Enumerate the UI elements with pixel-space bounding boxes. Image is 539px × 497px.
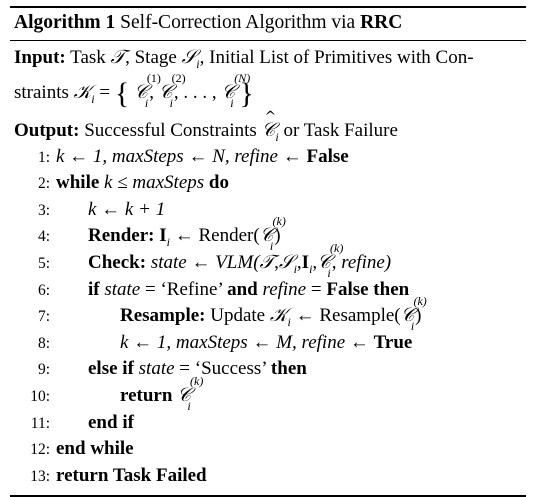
output-text-b: or Task Failure <box>283 119 398 141</box>
line-8: 8: k ← 1, maxSteps ← M, refine ← True <box>37 331 413 353</box>
hat-symbol: 𝒞 <box>262 109 277 142</box>
line-13: 13: return Task Failed <box>30 464 207 486</box>
line-11: 11: end if <box>30 411 134 433</box>
input-line: Input: Task 𝒯, Stage 𝒮i, Initial List of… <box>14 46 526 72</box>
right-brace: } <box>239 77 254 111</box>
output-text-a: Successful Constraints <box>84 119 257 141</box>
dots: , . . . , <box>173 82 217 104</box>
caption-text: Self-Correction Algorithm via <box>120 12 356 33</box>
list-symbol: 𝒦 <box>73 81 92 104</box>
top-rule <box>10 6 526 8</box>
elem-1: 𝒞(1)i <box>134 70 161 111</box>
algorithm-lines: 1: k ← 1, maxSteps ← N, refine ← False 2… <box>10 146 526 492</box>
line-12: 12: end while <box>30 438 134 460</box>
stage-sub: i <box>196 57 200 72</box>
line-4: 4: Render: Ii ← Render(𝒞(k)i) <box>37 214 286 254</box>
input-eq: = <box>99 82 111 104</box>
caption-label: Algorithm 1 <box>14 12 116 33</box>
line-10: 10: return 𝒞(k)i <box>30 373 204 413</box>
line-9: 9: else if state = ‘Success’ then <box>37 358 307 380</box>
stage-symbol: 𝒮 <box>181 46 197 69</box>
caption-rule <box>10 40 526 42</box>
line-7: 7: Resample: Update 𝒦i ← Resample(𝒞(k)i) <box>37 293 427 333</box>
io-block: Input: Task 𝒯, Stage 𝒮i, Initial List of… <box>10 41 526 145</box>
line-3: 3: k ← k + 1 <box>37 198 166 220</box>
input-text-b: , Stage <box>125 47 177 69</box>
output-label: Output: <box>14 119 80 141</box>
algorithm-box: Algorithm 1 Self-Correction Algorithm vi… <box>10 6 526 497</box>
hat-sub: i <box>275 129 279 144</box>
input-line-2: straints 𝒦i = { 𝒞(1)i, 𝒞(2)i, . . . , 𝒞(… <box>14 70 254 111</box>
left-brace: { <box>114 77 130 111</box>
elem-n: 𝒞(N)i <box>221 70 251 111</box>
caption-name: RRC <box>360 12 403 33</box>
input-text-c: , Initial List of Primitives with Con- <box>199 47 474 69</box>
line-2: 2: while k ≤ maxSteps do <box>37 172 229 194</box>
algorithm-caption: Algorithm 1 Self-Correction Algorithm vi… <box>10 8 526 40</box>
line-5: 5: Check: state ← VLM(𝒯,𝒮i,Ii,𝒞(k)i, ref… <box>37 240 392 280</box>
input-text-a: Task <box>70 47 106 69</box>
line-1: 1: k ← 1, maxSteps ← N, refine ← False <box>37 145 349 167</box>
input-text-d: straints <box>14 82 69 104</box>
input-label: Input: <box>14 47 66 69</box>
elem-2: 𝒞(2)i <box>158 70 186 111</box>
output-line: Output: Successful Constraints 𝒞i or Tas… <box>14 109 526 144</box>
line-6: 6: if state = ‘Refine’ and refine = Fals… <box>37 278 410 300</box>
list-sub: i <box>91 92 95 107</box>
task-symbol: 𝒯 <box>110 46 126 69</box>
